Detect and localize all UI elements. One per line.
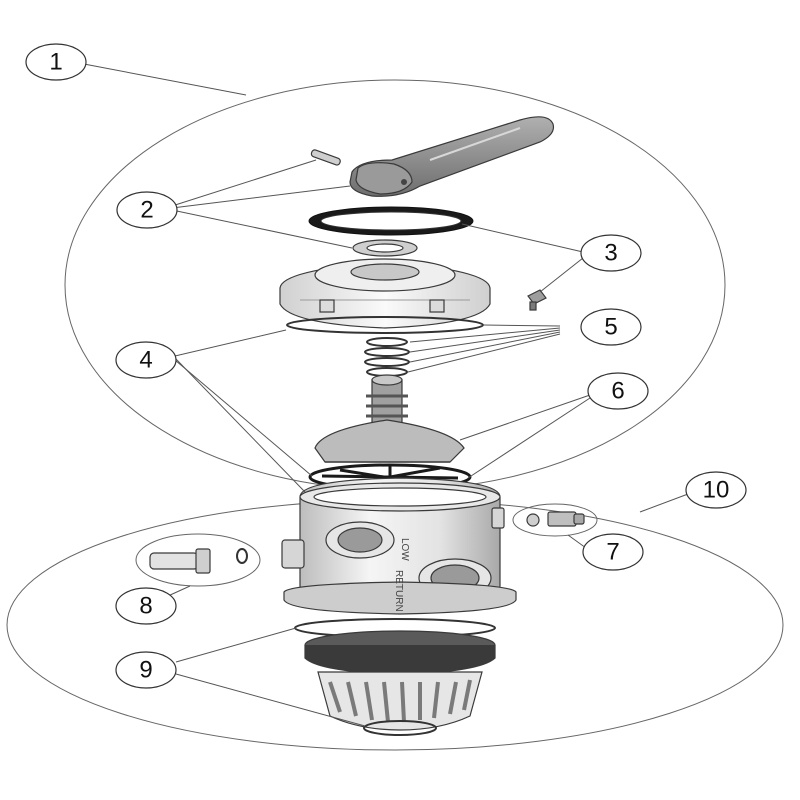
callout-7: 7 xyxy=(582,533,644,571)
callout-5: 5 xyxy=(580,308,642,346)
callout-3: 3 xyxy=(580,234,642,272)
callout-10: 10 xyxy=(685,471,747,509)
fittings-8-part xyxy=(149,548,248,574)
washer-part xyxy=(352,239,418,257)
callout-8: 8 xyxy=(115,587,177,625)
callout-3-label: 3 xyxy=(604,240,617,267)
pin-part xyxy=(310,149,341,166)
callout-8-label: 8 xyxy=(139,593,152,620)
callout-4: 4 xyxy=(115,341,177,379)
bottom-o-ring-part xyxy=(363,720,437,736)
callout-9: 9 xyxy=(115,651,177,689)
callout-2: 2 xyxy=(116,191,178,229)
callout-7-label: 7 xyxy=(606,539,619,566)
leader-lines xyxy=(83,63,689,727)
callout-6-label: 6 xyxy=(611,378,624,405)
body-marking-return: RETURN xyxy=(393,570,404,612)
callout-4-label: 4 xyxy=(139,347,152,374)
o-rings-part xyxy=(286,316,484,377)
handle-part xyxy=(349,116,555,197)
callout-1-label: 1 xyxy=(49,49,62,76)
valve-body-part xyxy=(281,477,517,615)
strainer-basket-part xyxy=(317,671,483,731)
callout-1: 1 xyxy=(25,43,87,81)
handle-gasket-part xyxy=(308,206,474,236)
rotor-part xyxy=(314,374,465,463)
callout-5-label: 5 xyxy=(604,314,617,341)
callout-2-label: 2 xyxy=(140,197,153,224)
valve-lid-part xyxy=(279,258,491,329)
callout-10-label: 10 xyxy=(703,477,730,504)
fittings-7-part xyxy=(526,511,585,527)
fittings-8-ellipse xyxy=(135,533,261,587)
callout-9-label: 9 xyxy=(139,657,152,684)
screw-part xyxy=(527,289,547,311)
diffuser-disc-part xyxy=(304,630,496,675)
body-marking-low: LOW xyxy=(399,538,410,561)
callout-6: 6 xyxy=(587,372,649,410)
fittings-7-ellipse xyxy=(512,503,598,537)
